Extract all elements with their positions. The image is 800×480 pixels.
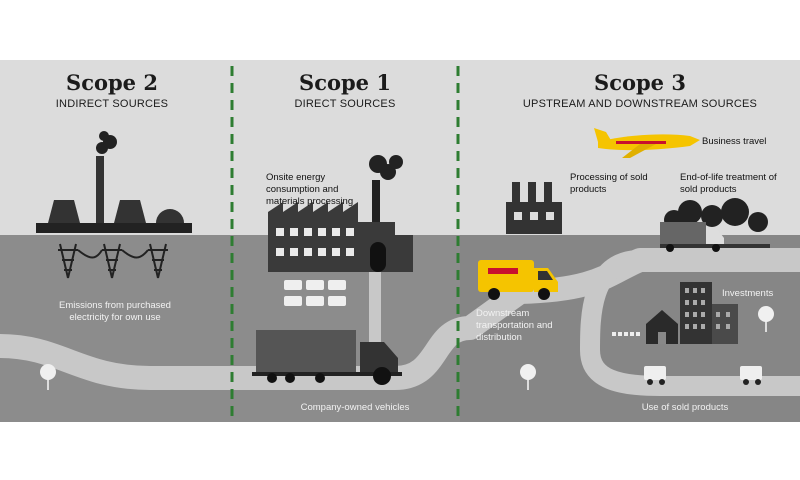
infographic-illustration (0, 60, 800, 422)
factory-icon (268, 155, 413, 272)
truck-icon (660, 198, 770, 252)
scope3-title: Scope 3 (594, 70, 686, 95)
label-processing: Processing of sold products (570, 172, 648, 195)
scope2-subtitle: INDIRECT SOURCES (55, 98, 169, 110)
factory-icon (506, 182, 562, 234)
label-business-travel: Business travel (702, 136, 767, 147)
scope2-title: Scope 2 (66, 70, 158, 95)
building-icon (680, 282, 738, 344)
tree-icon (40, 364, 56, 390)
tree-icon (520, 364, 536, 390)
van-icon (478, 260, 558, 300)
scope1-title: Scope 1 (299, 70, 391, 95)
scope3-subtitle: UPSTREAM AND DOWNSTREAM SOURCES (522, 98, 758, 110)
tree-icon (758, 306, 774, 332)
truck-icon (252, 330, 402, 385)
van-icon (644, 366, 762, 385)
van-icon (284, 280, 346, 306)
house-icon (612, 310, 678, 344)
label-investments: Investments (722, 288, 774, 299)
label-end-of-life: End-of-life treatment of sold products (680, 172, 777, 195)
power-plant-icon (36, 131, 192, 233)
pylon-icon (58, 243, 168, 279)
scope-infographic: Scope 2 INDIRECT SOURCES Scope 1 DIRECT … (0, 60, 800, 422)
label-use: Use of sold products (641, 402, 729, 413)
label-vehicles: Company-owned vehicles (300, 402, 410, 413)
label-onsite: Onsite energy consumption and materials … (266, 172, 354, 207)
scope1-subtitle: DIRECT SOURCES (294, 98, 396, 110)
road-branch (579, 250, 800, 396)
label-downstream: Downstream transportation and distributi… (476, 308, 553, 343)
airplane-icon (594, 128, 700, 158)
label-electricity: Emissions from purchased electricity for… (59, 300, 171, 323)
